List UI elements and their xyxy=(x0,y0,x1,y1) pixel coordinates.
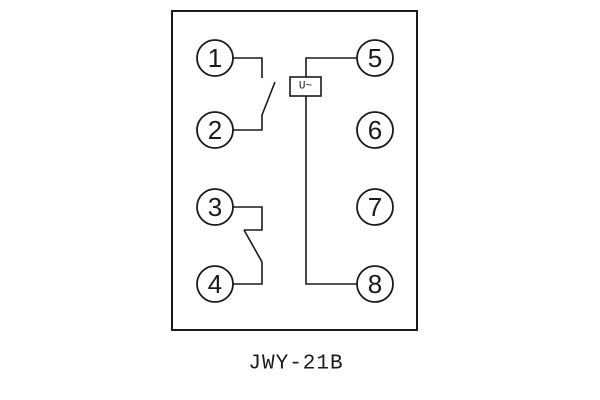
wire-terminal-8 xyxy=(305,96,357,285)
wire-terminal-1 xyxy=(233,57,263,78)
model-label: JWY-21B xyxy=(248,353,343,376)
coil-label: U~ xyxy=(299,81,313,93)
wire-terminal-5 xyxy=(305,57,357,77)
switch-blade-3-4 xyxy=(233,229,263,285)
terminal-8: 8 xyxy=(356,265,394,303)
terminal-1: 1 xyxy=(196,39,234,77)
terminal-7: 7 xyxy=(356,188,394,226)
terminal-6-label: 6 xyxy=(368,115,382,145)
terminal-1-label: 1 xyxy=(208,43,222,73)
switch-blade-1-2 xyxy=(233,81,276,131)
coil-box xyxy=(289,76,322,97)
terminal-4: 4 xyxy=(196,265,234,303)
terminal-6: 6 xyxy=(356,111,394,149)
terminal-2: 2 xyxy=(196,111,234,149)
contact-3-4 xyxy=(233,206,263,285)
terminal-7-label: 7 xyxy=(368,192,382,222)
contact-1-2 xyxy=(233,57,276,131)
coil-circuit-5-8: U~ xyxy=(289,57,357,285)
terminal-3-label: 3 xyxy=(208,192,222,222)
terminal-8-label: 8 xyxy=(368,269,382,299)
wire-terminal-3 xyxy=(233,206,263,231)
terminal-2-label: 2 xyxy=(208,115,222,145)
terminal-3: 3 xyxy=(196,188,234,226)
terminal-5: 5 xyxy=(356,39,394,77)
terminal-5-label: 5 xyxy=(368,43,382,73)
relay-housing-outline xyxy=(171,10,418,331)
terminal-4-label: 4 xyxy=(208,269,222,299)
